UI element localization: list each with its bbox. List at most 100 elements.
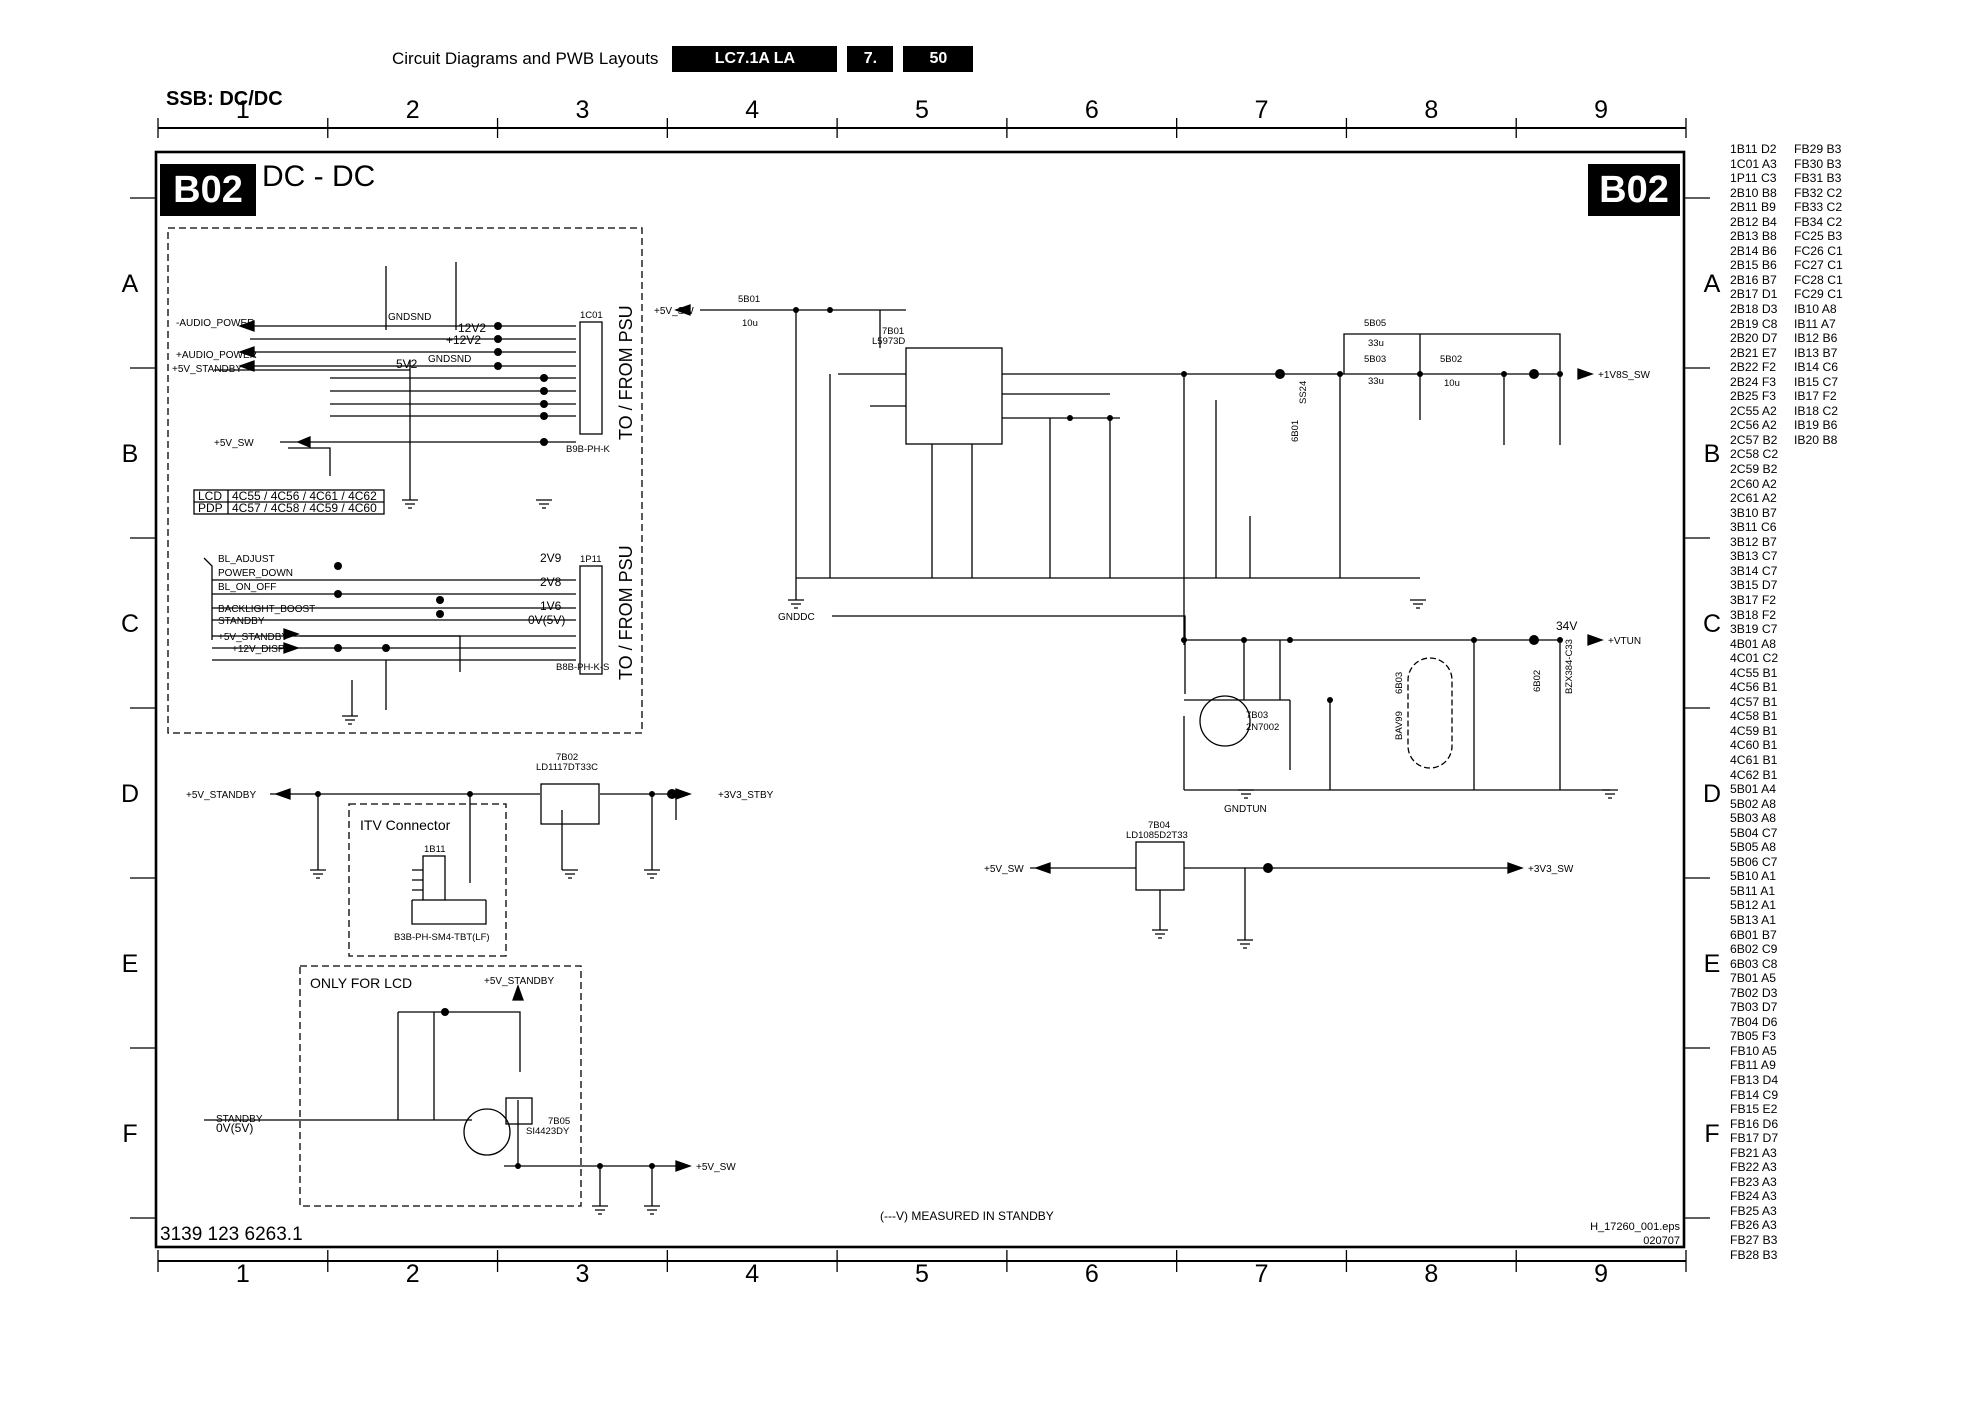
signal-12v-disp: +12V_DISP	[232, 644, 285, 655]
index-entry: 2C60 A2	[1730, 476, 1777, 491]
index-entry: 6B01 B7	[1730, 927, 1777, 942]
index-entry: 2B17 D1	[1730, 287, 1778, 302]
index-entry: 2B22 F2	[1730, 360, 1777, 375]
sheet-code-left: B02	[173, 169, 243, 211]
index-entry: 2B21 E7	[1730, 345, 1777, 360]
grid-column-label-6-bottom: 6	[1085, 1260, 1099, 1288]
grid-row-label-E-right: E	[1704, 950, 1721, 978]
index-entry: 7B05 F3	[1730, 1029, 1777, 1044]
index-entry: FB16 D6	[1730, 1116, 1779, 1131]
voltage-12v2: 12V2	[458, 321, 486, 335]
psu-label-1: TO / FROM PSU	[616, 305, 636, 440]
grid-row-label-F-right: F	[1704, 1120, 1719, 1148]
label-l5973d: L5973D	[872, 336, 905, 347]
grid-row-label-A-right: A	[1704, 270, 1721, 298]
label-b8b: B8B-PH-K-S	[556, 662, 609, 673]
index-entry: 7B01 A5	[1730, 971, 1777, 986]
doc-number: 3139 123 6263.1	[160, 1224, 303, 1245]
label-7b01: 7B01	[882, 326, 904, 337]
voltage-2v8: 2V8	[540, 575, 562, 589]
signal-vtun: +VTUN	[1608, 636, 1641, 647]
index-entry: FB28 B3	[1730, 1247, 1778, 1262]
signal-5v-sw-b: +5V_SW	[654, 306, 694, 317]
index-entry: 3B14 C7	[1730, 563, 1778, 578]
index-entry: FB29 B3	[1794, 142, 1842, 156]
index-entry: FC29 C1	[1794, 287, 1843, 302]
index-entry: 2C56 A2	[1730, 418, 1777, 433]
index-entry: 3B19 C7	[1730, 622, 1778, 637]
index-entry: 7B02 D3	[1730, 985, 1778, 1000]
grid-column-label-4-top: 4	[745, 96, 759, 124]
index-entry: 2C58 C2	[1730, 447, 1779, 462]
grid-column-label-8-top: 8	[1424, 96, 1438, 124]
index-entry: IB11 A7	[1794, 316, 1836, 331]
label-5b02: 5B02	[1440, 354, 1462, 365]
grid-column-label-3-bottom: 3	[575, 1260, 589, 1288]
index-entry: 3B17 F2	[1730, 592, 1777, 607]
index-entry: 4C57 B1	[1730, 694, 1778, 709]
index-entry: FB26 A3	[1730, 1218, 1777, 1233]
label-5b05: 5B05	[1364, 318, 1386, 329]
label-7b02: 7B02	[556, 752, 578, 763]
page-header: Circuit Diagrams and PWB Layouts LC7.1A …	[392, 46, 983, 72]
index-entry: 2B12 B4	[1730, 214, 1777, 229]
index-entry: 2B20 D7	[1730, 331, 1778, 346]
index-entry: 3B12 B7	[1730, 534, 1777, 549]
index-entry: 5B06 C7	[1730, 854, 1778, 869]
psu-label-2: TO / FROM PSU	[616, 545, 636, 680]
label-1c01: 1C01	[580, 310, 603, 321]
value-5b03: 33u	[1368, 376, 1384, 387]
index-entry: 4C56 B1	[1730, 680, 1778, 695]
index-entry: 4C62 B1	[1730, 767, 1778, 782]
connector-1b11	[422, 855, 446, 901]
psu-block-outline	[167, 227, 643, 734]
index-entry: 1C01 A3	[1730, 156, 1777, 171]
signal-5v-sw-a: +5V_SW	[214, 438, 254, 449]
signal-5v-standby-a: +5V_STANDBY	[172, 364, 242, 375]
regulator-7b04	[1135, 841, 1185, 891]
index-entry: FB23 A3	[1730, 1174, 1777, 1189]
connector-1c01	[579, 321, 603, 435]
converter-7b01	[905, 347, 1003, 445]
index-entry: 4C61 B1	[1730, 752, 1778, 767]
header-chapter-badge: 7.	[847, 46, 894, 72]
signal-standby-a: STANDBY	[218, 616, 265, 627]
index-entry: IB13 B7	[1794, 345, 1838, 360]
standby-note: (---V) MEASURED IN STANDBY	[880, 1209, 1054, 1223]
regulator-7b02	[540, 783, 600, 825]
grid-column-label-2-top: 2	[406, 96, 420, 124]
section-title: SSB: DC/DC	[166, 88, 283, 110]
index-entry: 5B05 A8	[1730, 840, 1777, 855]
index-entry: 3B13 C7	[1730, 549, 1778, 564]
grid-column-label-1-bottom: 1	[236, 1260, 250, 1288]
index-entry: 3B10 B7	[1730, 505, 1777, 520]
connector-1p11	[579, 565, 603, 675]
index-entry: FB21 A3	[1730, 1145, 1777, 1160]
signal-standby-f: STANDBY	[216, 1114, 263, 1125]
value-5b01: 10u	[742, 318, 758, 329]
label-6b01: 6B01	[1290, 420, 1301, 442]
index-entry: 7B04 D6	[1730, 1014, 1778, 1029]
grid-column-label-7-top: 7	[1255, 96, 1269, 124]
index-entry: FB10 A5	[1730, 1043, 1777, 1058]
grid-row-label-D-right: D	[1703, 780, 1721, 808]
index-entry: 4C58 B1	[1730, 709, 1778, 724]
index-entry: IB17 F2	[1794, 389, 1837, 404]
label-bav99: BAV99	[1394, 711, 1405, 740]
signal-3v3-stby: +3V3_STBY	[718, 790, 774, 801]
grid-row-label-C-left: C	[121, 610, 139, 638]
index-entry: FB24 A3	[1730, 1189, 1777, 1204]
lcd-row-label: LCD	[198, 489, 222, 503]
index-entry: 5B01 A4	[1730, 782, 1777, 797]
label-ss24: SS24	[1298, 381, 1309, 404]
pdp-row-parts: 4C57 / 4C58 / 4C59 / 4C60	[232, 501, 377, 515]
index-entry: IB10 A8	[1794, 302, 1837, 317]
signal-gnddc: GNDDC	[778, 612, 815, 623]
pdp-row-label: PDP	[198, 501, 223, 515]
index-entry: FB31 B3	[1794, 171, 1842, 186]
index-entry: FB13 D4	[1730, 1073, 1779, 1087]
index-entry: 4B01 A8	[1730, 636, 1777, 651]
index-entry: 4C55 B1	[1730, 665, 1778, 680]
